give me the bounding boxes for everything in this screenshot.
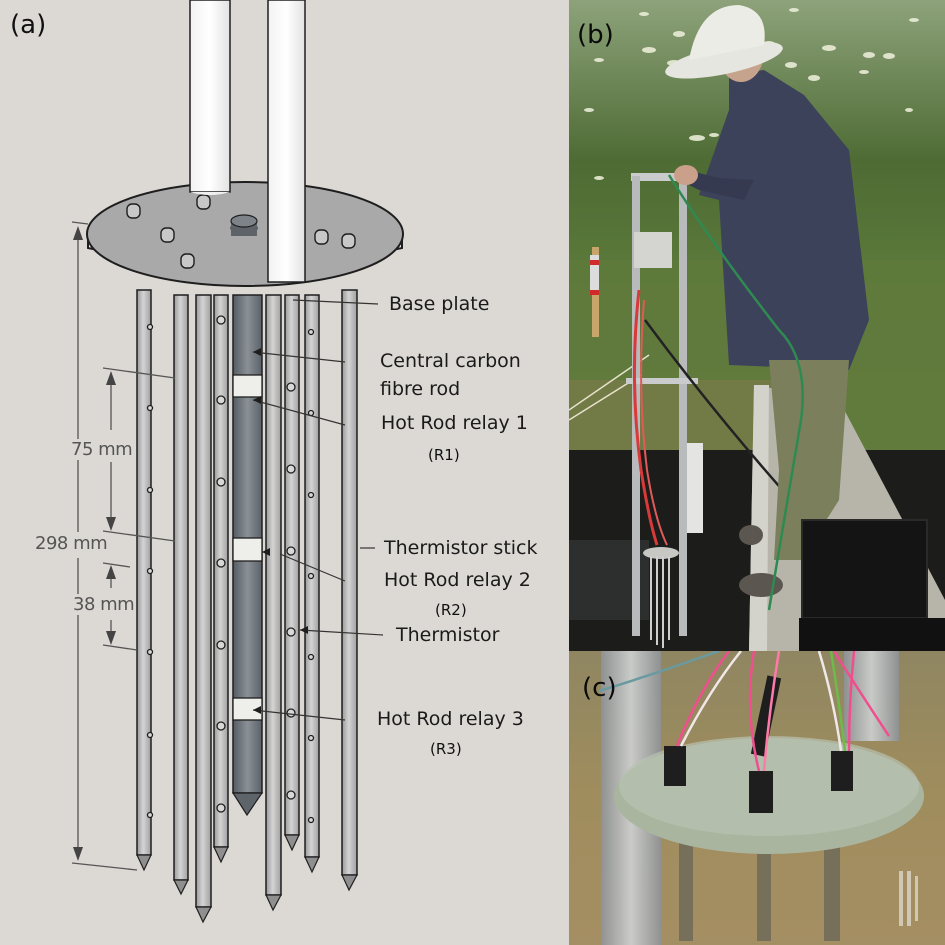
thermistor-stick [213,294,229,864]
thermistor-wires [598,651,891,772]
field-deployment-photo [569,0,945,651]
support-pipe-right [267,0,306,283]
support-pipe-left [189,0,231,195]
person [665,5,869,611]
thermistor-stick [265,294,282,912]
callout-relay-1: Hot Rod relay 1 [381,412,528,434]
dimension-label-total: 298 mm [34,533,109,554]
leader-lines [252,299,384,721]
dimension-arrowheads [73,226,116,861]
callout-thermistor-stick: Thermistor stick [384,537,538,559]
panel-b-field-photo: (b) [569,0,945,651]
probe-closeup-photo [569,651,945,945]
panel-a-schematic: (a) 298 mm 75 mm 38 mm Base plate Centra… [0,0,569,945]
callout-central-rod-line1: Central carbon [380,350,521,372]
thermistor-beads [146,315,315,824]
thermistor-stick [173,294,189,896]
panel-label-a: (a) [10,10,47,40]
thermistor-stick [284,294,300,852]
callout-central-rod-line2: fibre rod [380,378,461,400]
thermistor-stick [136,289,152,872]
dimension-label-thermistor-spacing: 38 mm [72,594,136,615]
callout-relay-2: Hot Rod relay 2 [384,569,531,591]
hot-rod-relay-2 [232,537,263,562]
hot-rod-relay-1 [232,374,263,398]
thermistor-stick [341,289,358,892]
panel-c-closeup-photo: (c) [569,651,945,945]
callout-relay-3-code: (R3) [430,740,462,758]
base-plate [86,181,404,287]
leader-arrowheads [253,348,308,714]
panel-label-b: (b) [577,20,614,50]
callout-relay-1-code: (R1) [428,446,460,464]
callout-thermistor: Thermistor [396,624,500,646]
callout-base-plate: Base plate [389,293,490,315]
thermistor-stick [195,294,212,924]
equipment-case [799,519,945,651]
support-pipes [189,0,306,283]
callout-relay-3: Hot Rod relay 3 [377,708,524,730]
hot-rod-relays [232,374,263,721]
callout-relay-2-code: (R2) [435,601,467,619]
dimension-label-relay-spacing: 75 mm [70,439,134,460]
probe-schematic-drawing [71,0,404,924]
thermistor-stick [304,294,320,874]
panel-label-c: (c) [582,673,617,703]
probe-frame [626,173,810,648]
hot-rod-relay-3 [232,697,263,721]
